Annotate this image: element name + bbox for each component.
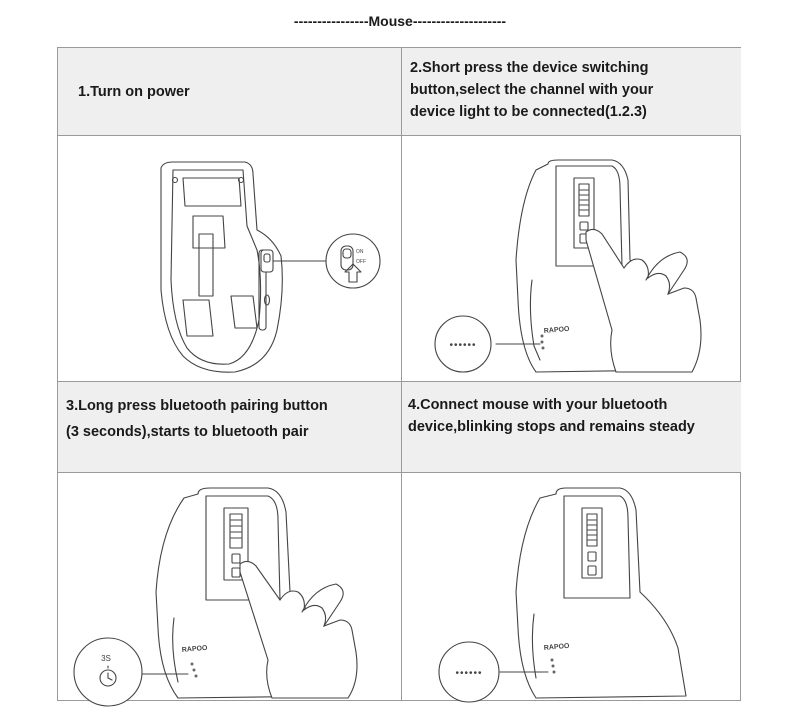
page-title: ----------------Mouse-------------------… <box>293 13 507 29</box>
step-1-header <box>58 48 401 135</box>
step-2-header <box>402 48 741 135</box>
instruction-grid: 1.Turn on power 2.Short press the device… <box>57 47 741 707</box>
stopwatch-icon <box>99 669 117 687</box>
steady-indicator-lights: •••••• <box>455 668 482 679</box>
row-divider <box>58 472 740 473</box>
finger-hand-icon <box>239 560 358 699</box>
brand-logo: RAPOO <box>182 645 209 654</box>
switch-label-on: ON <box>356 249 364 255</box>
switch-label-off: OFF <box>356 259 366 265</box>
finger-hand-icon <box>585 228 702 373</box>
timer-label: 3S <box>101 654 111 663</box>
step-3-header <box>58 382 401 472</box>
brand-logo: RAPOO <box>544 643 571 652</box>
channel-indicator-lights: •••••• <box>449 340 476 351</box>
mouse-channel-illustration: RAPOO •••••• <box>434 159 702 373</box>
row-divider <box>58 381 740 382</box>
mouse-connected-illustration: RAPOO •••••• <box>438 487 687 703</box>
brand-logo: RAPOO <box>544 326 571 335</box>
row-divider <box>58 135 740 136</box>
mouse-pairing-illustration: RAPOO 3S <box>73 487 358 707</box>
step-4-header <box>402 382 741 472</box>
step-4-text: 4.Connect mouse with your bluetooth devi… <box>408 397 695 435</box>
step-1-text: 1.Turn on power <box>78 84 190 100</box>
arrow-up-icon <box>344 263 362 283</box>
step-3-text: 3.Long press bluetooth pairing button (3… <box>66 398 328 440</box>
column-divider <box>401 48 402 700</box>
step-2-text: 2.Short press the device switching butto… <box>410 60 654 120</box>
mouse-underside-illustration: ON OFF <box>160 161 381 373</box>
